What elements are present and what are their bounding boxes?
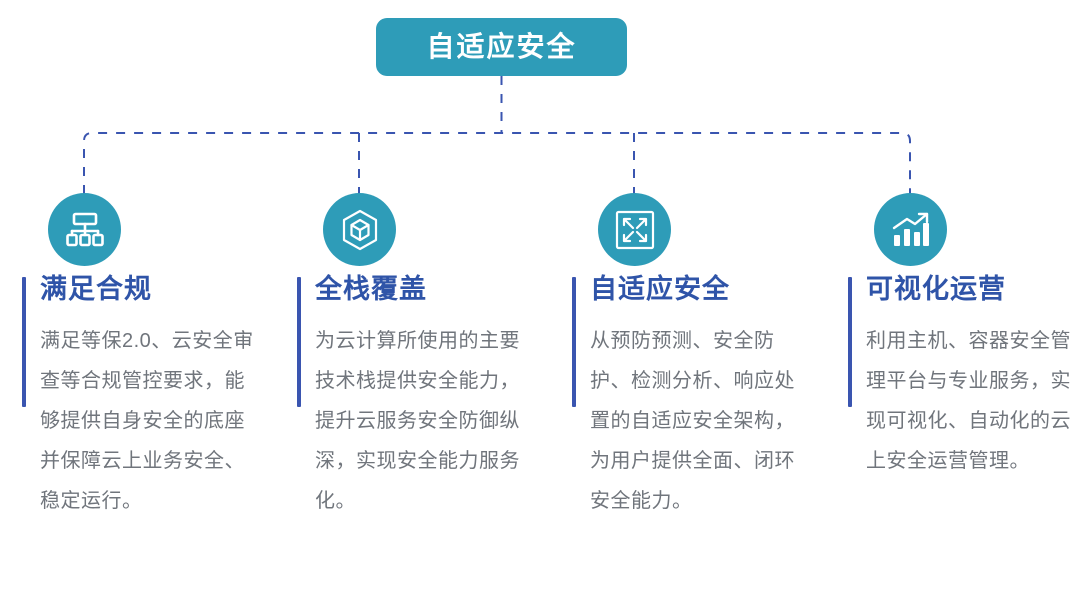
root-node-label: 自适应安全 [426, 31, 577, 62]
root-node: 自适应安全 [376, 18, 627, 76]
bar-chart-trend-icon [874, 193, 947, 266]
expand-arrows-icon [598, 193, 671, 266]
branch-description: 满足等保2.0、云安全审查等合规管控要求，能够提供自身安全的底座并保障云上业务安… [40, 330, 254, 512]
branch-accent-bar [22, 277, 26, 407]
branch-accent-bar [297, 277, 301, 407]
branch-heading: 可视化运营 [866, 274, 1006, 304]
branch-heading: 满足合规 [40, 274, 152, 304]
branch-accent-bar [848, 277, 852, 407]
branch-description: 从预防预测、安全防护、检测分析、响应处置的自适应安全架构，为用户提供全面、闭环安… [590, 330, 795, 512]
branch-heading: 全栈覆盖 [315, 274, 427, 304]
branch-description: 利用主机、容器安全管理平台与专业服务，实现可视化、自动化的云上安全运营管理。 [866, 330, 1071, 472]
hexagon-cube-icon [323, 193, 396, 266]
connector-bus [83, 132, 911, 230]
branch-heading: 自适应安全 [590, 274, 730, 304]
org-chart-icon [48, 193, 121, 266]
branch-accent-bar [572, 277, 576, 407]
branch-description: 为云计算所使用的主要技术栈提供安全能力，提升云服务安全防御纵深，实现安全能力服务… [315, 330, 520, 512]
